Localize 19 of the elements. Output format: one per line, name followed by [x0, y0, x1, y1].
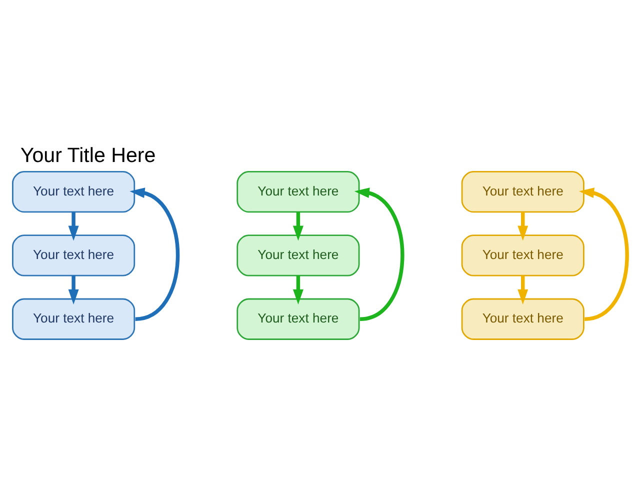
arrow [68, 275, 79, 304]
arrow [518, 211, 528, 240]
node-box: Your text here [12, 170, 136, 212]
arrow [68, 211, 79, 240]
node-box: Your text here [461, 298, 584, 340]
arrow [354, 187, 404, 320]
arrow [130, 187, 180, 320]
node-box: Your text here [12, 234, 136, 276]
node-box: Your text here [236, 298, 360, 340]
node-box: Your text here [461, 234, 584, 276]
arrow [292, 211, 304, 240]
node-box: Your text here [12, 298, 136, 340]
node-box: Your text here [236, 234, 360, 276]
node-box: Your text here [236, 170, 360, 212]
diagram-title: Your Title Here [20, 143, 156, 166]
arrow [292, 275, 304, 304]
node-box: Your text here [461, 170, 584, 212]
arrow [518, 275, 528, 304]
arrow [579, 187, 629, 320]
